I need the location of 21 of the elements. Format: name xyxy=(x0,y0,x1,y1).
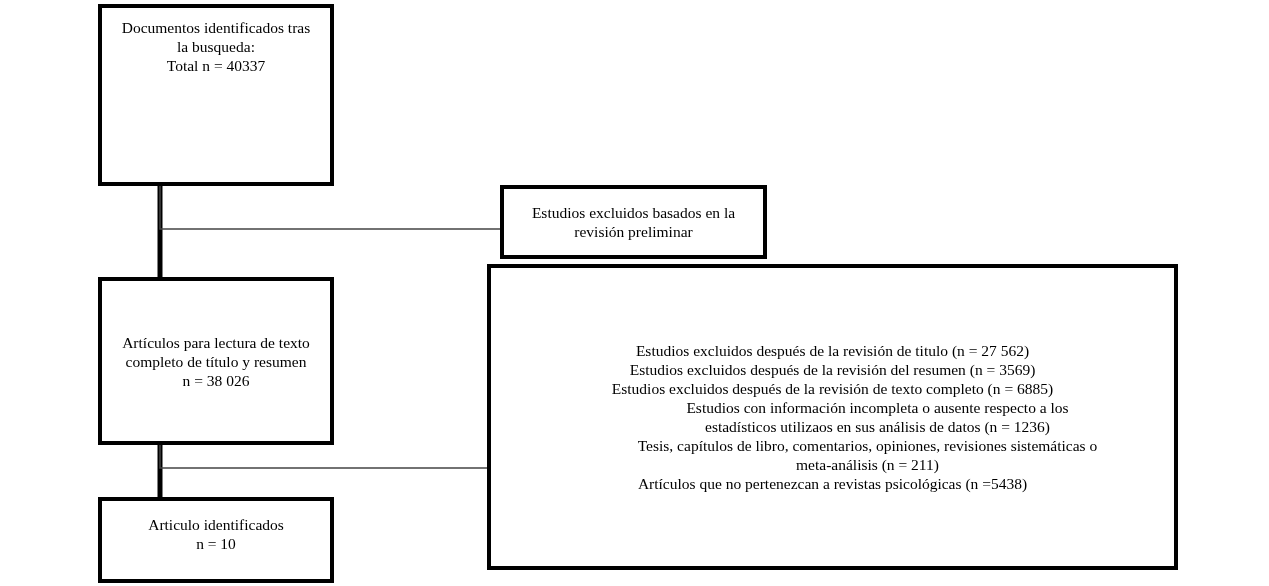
flow-box xyxy=(98,4,334,186)
box-text: Artículos que no pertenezcan a revistas psicológicas (n =5438) xyxy=(637,474,1028,493)
connector-line xyxy=(157,186,163,277)
box-text: Total n = 40337 xyxy=(166,56,266,75)
box-text: Estudios con información incompleta o ausente respecto a los estadísticos utilizaos en sus análisis de datos (n = 1236) xyxy=(685,398,1070,436)
box-text: Estudios excluidos después de la revisión de titulo (n = 27 562) xyxy=(635,341,1030,360)
connector-line xyxy=(159,185,501,230)
box-text: n = 38 026 xyxy=(182,370,250,390)
flow-box xyxy=(98,277,334,445)
connector-line xyxy=(157,445,163,497)
box-text: Articulo identificados xyxy=(148,515,284,534)
box-text: n = 10 xyxy=(196,534,236,553)
flow-box xyxy=(98,497,334,583)
box-text: Estudios excluidos después de la revisión de texto completo (n = 6885) xyxy=(611,379,1054,398)
box-text: Documentos identificados tras la busqueda: xyxy=(120,18,312,56)
box-text: Estudios excluidos después de la revisión del resumen (n = 3569) xyxy=(629,360,1036,379)
box-text: Estudios excluidos basados en la revisión preliminar xyxy=(530,203,737,241)
connector-line xyxy=(159,444,488,469)
flow-box xyxy=(487,264,1178,570)
flow-box xyxy=(500,185,767,259)
box-text: Tesis, capítulos de libro, comentarios, opiniones, revisiones sistemáticas o meta-análisis (n = 211) xyxy=(636,436,1098,474)
